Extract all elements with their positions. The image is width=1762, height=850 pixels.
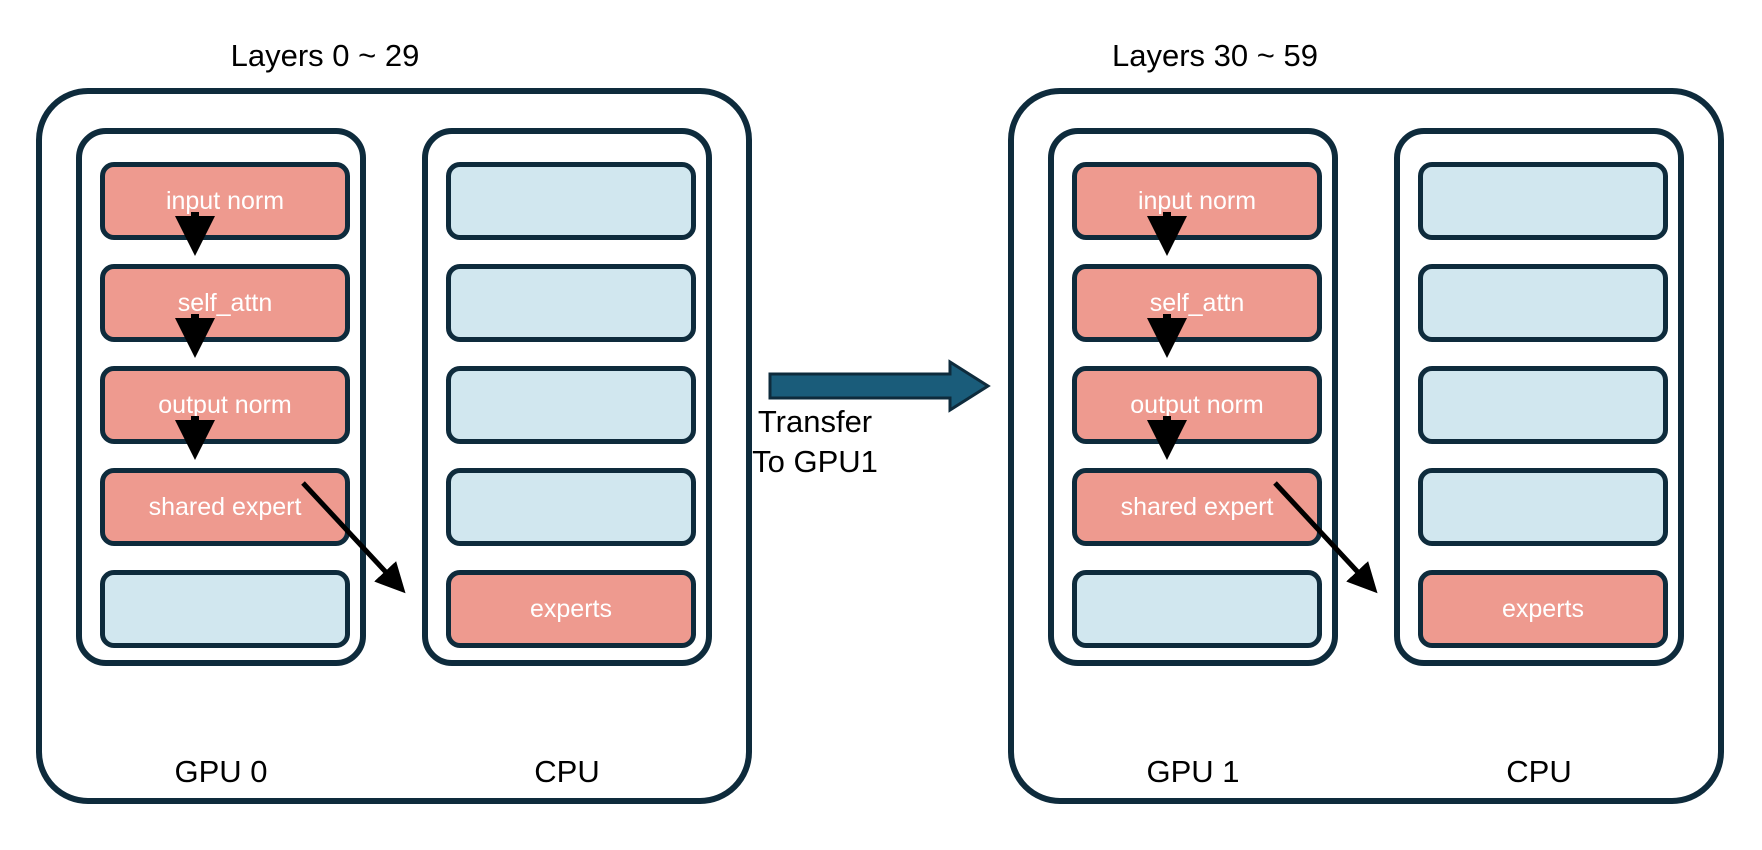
block-experts-cpu0[interactable]: experts — [446, 570, 696, 648]
block-experts-cpu1[interactable]: experts — [1418, 570, 1668, 648]
column-cpu-1: experts — [1394, 128, 1684, 666]
group-shell-right: input norm self_attn output norm shared … — [1008, 88, 1724, 804]
block-input-norm-gpu0[interactable]: input norm — [100, 162, 350, 240]
block-empty-gpu0[interactable] — [100, 570, 350, 648]
column-label-gpu-0: GPU 0 — [174, 754, 268, 789]
column-gpu-1: input norm self_attn output norm shared … — [1048, 128, 1338, 666]
block-output-norm-gpu1[interactable]: output norm — [1072, 366, 1322, 444]
column-gpu-0: input norm self_attn output norm shared … — [76, 128, 366, 666]
group-shell-left: input norm self_attn output norm shared … — [36, 88, 752, 804]
block-shared-expert-gpu1[interactable]: shared expert — [1072, 468, 1322, 546]
column-label-cpu-1: CPU — [1506, 754, 1572, 789]
transfer-label-line-2: To GPU1 — [752, 444, 878, 479]
block-self-attn-gpu1[interactable]: self_attn — [1072, 264, 1322, 342]
column-label-gpu-1: GPU 1 — [1146, 754, 1240, 789]
block-output-norm-gpu0[interactable]: output norm — [100, 366, 350, 444]
block-empty-cpu0-2[interactable] — [446, 264, 696, 342]
transfer-label: Transfer To GPU1 — [690, 402, 940, 482]
block-empty-gpu1[interactable] — [1072, 570, 1322, 648]
block-empty-cpu1-4[interactable] — [1418, 468, 1668, 546]
block-self-attn-gpu0[interactable]: self_attn — [100, 264, 350, 342]
group-title-right: Layers 30 ~ 59 — [1112, 38, 1318, 73]
block-empty-cpu1-2[interactable] — [1418, 264, 1668, 342]
block-empty-cpu1-3[interactable] — [1418, 366, 1668, 444]
block-empty-cpu1-1[interactable] — [1418, 162, 1668, 240]
group-title-left: Layers 0 ~ 29 — [230, 38, 420, 73]
column-label-cpu-0: CPU — [534, 754, 600, 789]
block-empty-cpu0-4[interactable] — [446, 468, 696, 546]
block-shared-expert-gpu0[interactable]: shared expert — [100, 468, 350, 546]
column-cpu-0: experts — [422, 128, 712, 666]
transfer-label-line-1: Transfer — [757, 404, 873, 439]
block-input-norm-gpu1[interactable]: input norm — [1072, 162, 1322, 240]
block-empty-cpu0-1[interactable] — [446, 162, 696, 240]
block-empty-cpu0-3[interactable] — [446, 366, 696, 444]
